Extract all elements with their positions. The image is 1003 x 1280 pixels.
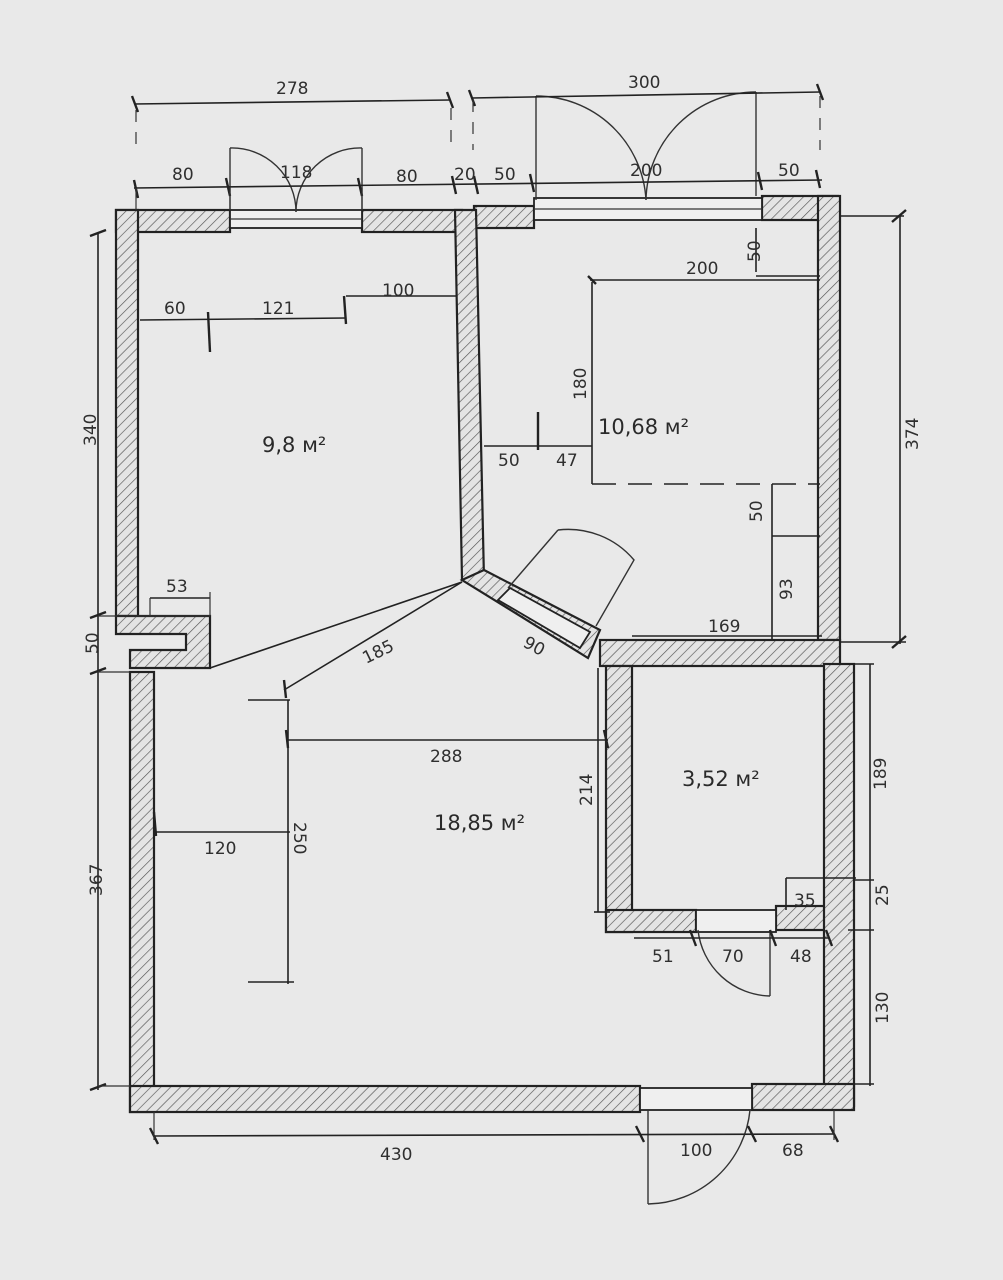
room-area-label: 9,8 м² — [262, 433, 326, 457]
wall-left-lower — [128, 670, 156, 1114]
dim-label: 300 — [628, 73, 660, 93]
dim-label: 35 — [794, 891, 816, 911]
dim-label: 169 — [708, 617, 740, 637]
wall-mid-horizontal — [598, 638, 842, 668]
dim-label: 50 — [494, 165, 516, 185]
door-frame-bottom — [639, 1087, 753, 1111]
dim-label: 48 — [790, 947, 812, 967]
dim-label: 121 — [262, 299, 294, 319]
dim-label: 51 — [652, 947, 674, 967]
wall-bottom-right — [750, 1082, 856, 1112]
wall-top-right-a — [472, 204, 536, 230]
door-diagonal — [507, 528, 635, 627]
dim-label: 120 — [204, 839, 236, 859]
dim-label: 50 — [747, 500, 767, 522]
wall-right-upper — [816, 194, 842, 642]
doors — [229, 91, 771, 1205]
wall-niche — [114, 614, 212, 670]
wall-right-lower — [822, 662, 856, 1108]
dim-label: 70 — [722, 947, 744, 967]
dim-label: 100 — [382, 281, 414, 301]
dim-label: 340 — [81, 414, 101, 446]
dim-label: 374 — [903, 418, 923, 450]
dim-label: 50 — [498, 451, 520, 471]
wall-bottom-left — [128, 1084, 642, 1114]
dim-label: 367 — [87, 864, 107, 896]
wall-left-upper — [114, 208, 140, 618]
double-door-top-left — [229, 147, 363, 213]
dim-label: 288 — [430, 747, 462, 767]
dim-label: 278 — [276, 79, 308, 99]
room-area-label: 3,52 м² — [682, 767, 760, 791]
room-area-label: 18,85 м² — [434, 811, 525, 835]
dim-label: 68 — [782, 1141, 804, 1161]
door-frame-bath — [695, 909, 777, 933]
dim-label: 60 — [164, 299, 186, 319]
dim-label: 130 — [873, 992, 893, 1024]
dim-label: 47 — [556, 451, 578, 471]
dim-label: 53 — [166, 577, 188, 597]
dim-label: 189 — [871, 758, 891, 790]
dimension-lines — [89, 83, 907, 1145]
dim-label: 50 — [83, 632, 103, 654]
wall-top-left-b — [360, 208, 464, 234]
wall-partition — [453, 208, 486, 582]
dim-label: 430 — [380, 1145, 412, 1165]
dim-label: 90 — [520, 633, 548, 661]
dim-label: 180 — [571, 368, 591, 400]
room-labels: 9,8 м² 10,68 м² 18,85 м² 3,52 м² — [262, 415, 760, 835]
dim-label: 250 — [289, 822, 309, 854]
door-frame-diagonal — [496, 586, 592, 650]
dim-label: 214 — [577, 774, 597, 806]
dim-label: 50 — [745, 240, 765, 262]
dim-label: 80 — [396, 167, 418, 187]
dimension-labels: 278 300 80 118 80 20 50 200 50 60 121 10… — [81, 73, 923, 1165]
walls — [114, 194, 856, 1114]
dim-label: 20 — [454, 165, 476, 185]
door-bathroom — [697, 929, 771, 997]
openings — [229, 197, 777, 1111]
dim-label: 118 — [280, 163, 312, 183]
wall-bath-left — [604, 664, 634, 934]
dim-label: 80 — [172, 165, 194, 185]
room-area-label: 10,68 м² — [598, 415, 689, 439]
dim-label: 93 — [777, 578, 797, 600]
door-entrance — [647, 1109, 751, 1205]
dim-label: 200 — [686, 259, 718, 279]
dim-label: 50 — [778, 161, 800, 181]
dim-label: 100 — [680, 1141, 712, 1161]
wall-bath-bottom-a — [604, 908, 698, 934]
double-door-top-right — [535, 91, 757, 201]
dim-label: 25 — [873, 884, 893, 906]
dim-label: 200 — [630, 161, 662, 181]
